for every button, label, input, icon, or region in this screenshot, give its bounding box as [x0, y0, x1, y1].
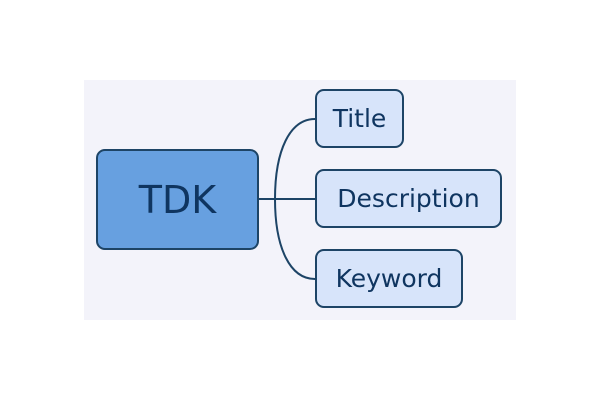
root-label: TDK	[138, 177, 217, 222]
child-label: Description	[337, 184, 480, 213]
child-node-description[interactable]: Description	[315, 169, 502, 228]
child-node-title[interactable]: Title	[315, 89, 404, 148]
child-node-keyword[interactable]: Keyword	[315, 249, 463, 308]
root-node-tdk[interactable]: TDK	[96, 149, 259, 250]
child-label: Title	[332, 104, 387, 133]
child-label: Keyword	[335, 264, 443, 293]
connector-title	[274, 118, 316, 200]
connector-keyword	[274, 198, 316, 280]
